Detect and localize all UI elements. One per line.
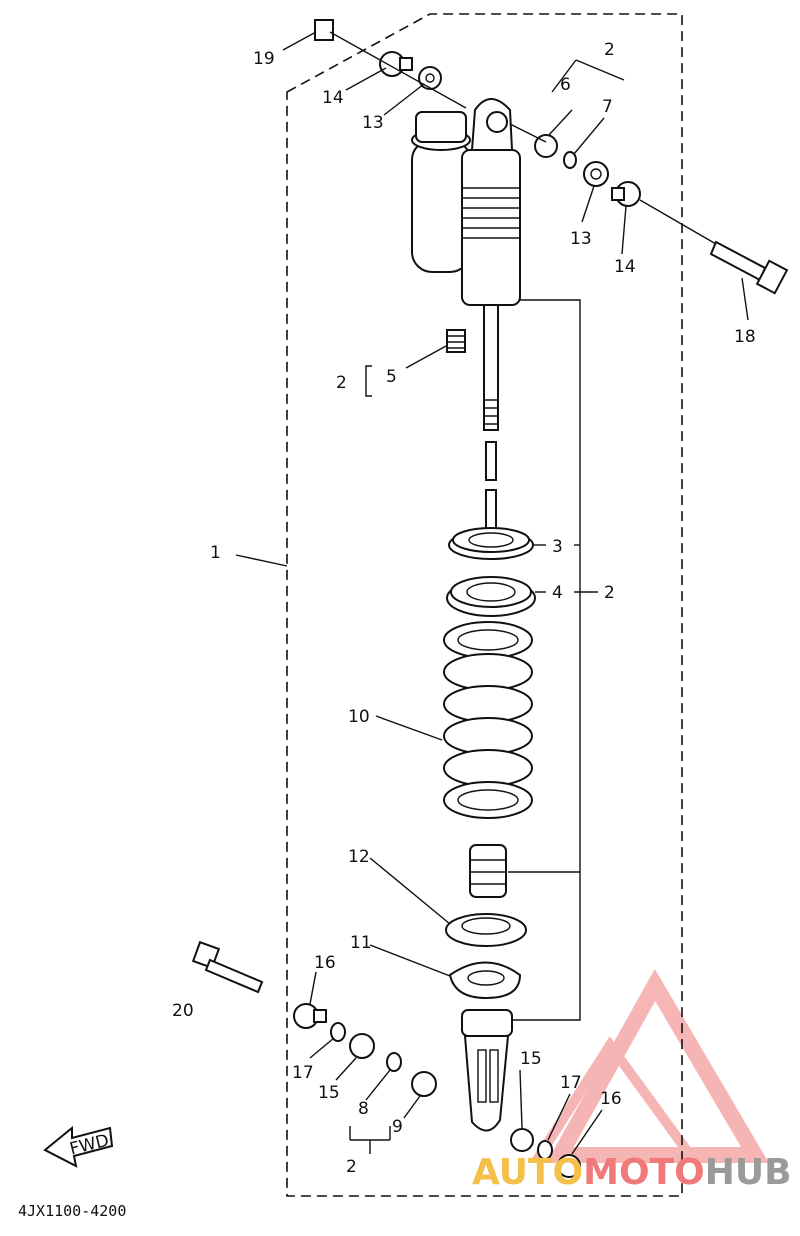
fwd-arrow-icon: FWD: [43, 1125, 114, 1168]
callout-6: 6: [560, 75, 571, 95]
watermark-part-3: HUB: [705, 1152, 792, 1193]
watermark-part-2: MOTO: [583, 1152, 705, 1193]
piston-rod: [483, 304, 499, 539]
retainer-11: [448, 961, 522, 1000]
watermark-text: AUTOMOTOHUB: [472, 1152, 792, 1193]
lower-hardware: [293, 1003, 581, 1178]
callout-8: 8: [358, 1099, 369, 1119]
callout-14-top: 14: [322, 88, 344, 108]
callout-16-right: 16: [600, 1089, 622, 1109]
callout-2-right: 2: [604, 583, 615, 603]
reservoir: [411, 111, 471, 273]
callout-2-bracket: 2: [336, 373, 347, 393]
callout-19: 19: [253, 49, 275, 69]
leader-lines: [235, 31, 749, 1155]
bolt-20: [191, 940, 264, 994]
callout-2-top: 2: [604, 40, 615, 60]
callout-14-right: 14: [614, 257, 636, 277]
callout-13-top: 13: [362, 113, 384, 133]
callout-13-right: 13: [570, 229, 592, 249]
callout-20: 20: [172, 1001, 194, 1021]
callout-12: 12: [348, 847, 370, 867]
top-hardware: [314, 19, 641, 207]
callout-17-left: 17: [292, 1063, 314, 1083]
spring-seat-12: [445, 913, 527, 947]
callout-10: 10: [348, 707, 370, 727]
lower-clevis: [461, 1009, 513, 1132]
locknut-3: [448, 527, 534, 560]
callout-15-left: 15: [318, 1083, 340, 1103]
callout-3: 3: [552, 537, 563, 557]
callout-2-bottom: 2: [346, 1157, 357, 1177]
callout-11: 11: [350, 933, 372, 953]
damper-body: [461, 98, 521, 306]
bolt-18: [709, 240, 789, 295]
watermark-logo-icon: [530, 968, 769, 1163]
bushing-5: [446, 329, 466, 353]
callout-15-right: 15: [520, 1049, 542, 1069]
callout-17-right: 17: [560, 1073, 582, 1093]
bump-stop: [469, 844, 507, 898]
callout-16-left: 16: [314, 953, 336, 973]
callout-5: 5: [386, 367, 397, 387]
assembly-boundary: [286, 13, 683, 1197]
adjuster-nut-4: [446, 576, 536, 617]
callout-18: 18: [734, 327, 756, 347]
watermark-part-1: AUTO: [472, 1152, 583, 1193]
callout-7: 7: [602, 97, 613, 117]
spring-10: [443, 621, 533, 819]
fwd-label: FWD: [68, 1131, 111, 1160]
callout-9: 9: [392, 1117, 403, 1137]
callout-4: 4: [552, 583, 563, 603]
diagram-code: 4JX1100-4200: [18, 1202, 126, 1220]
callout-1: 1: [210, 543, 221, 563]
